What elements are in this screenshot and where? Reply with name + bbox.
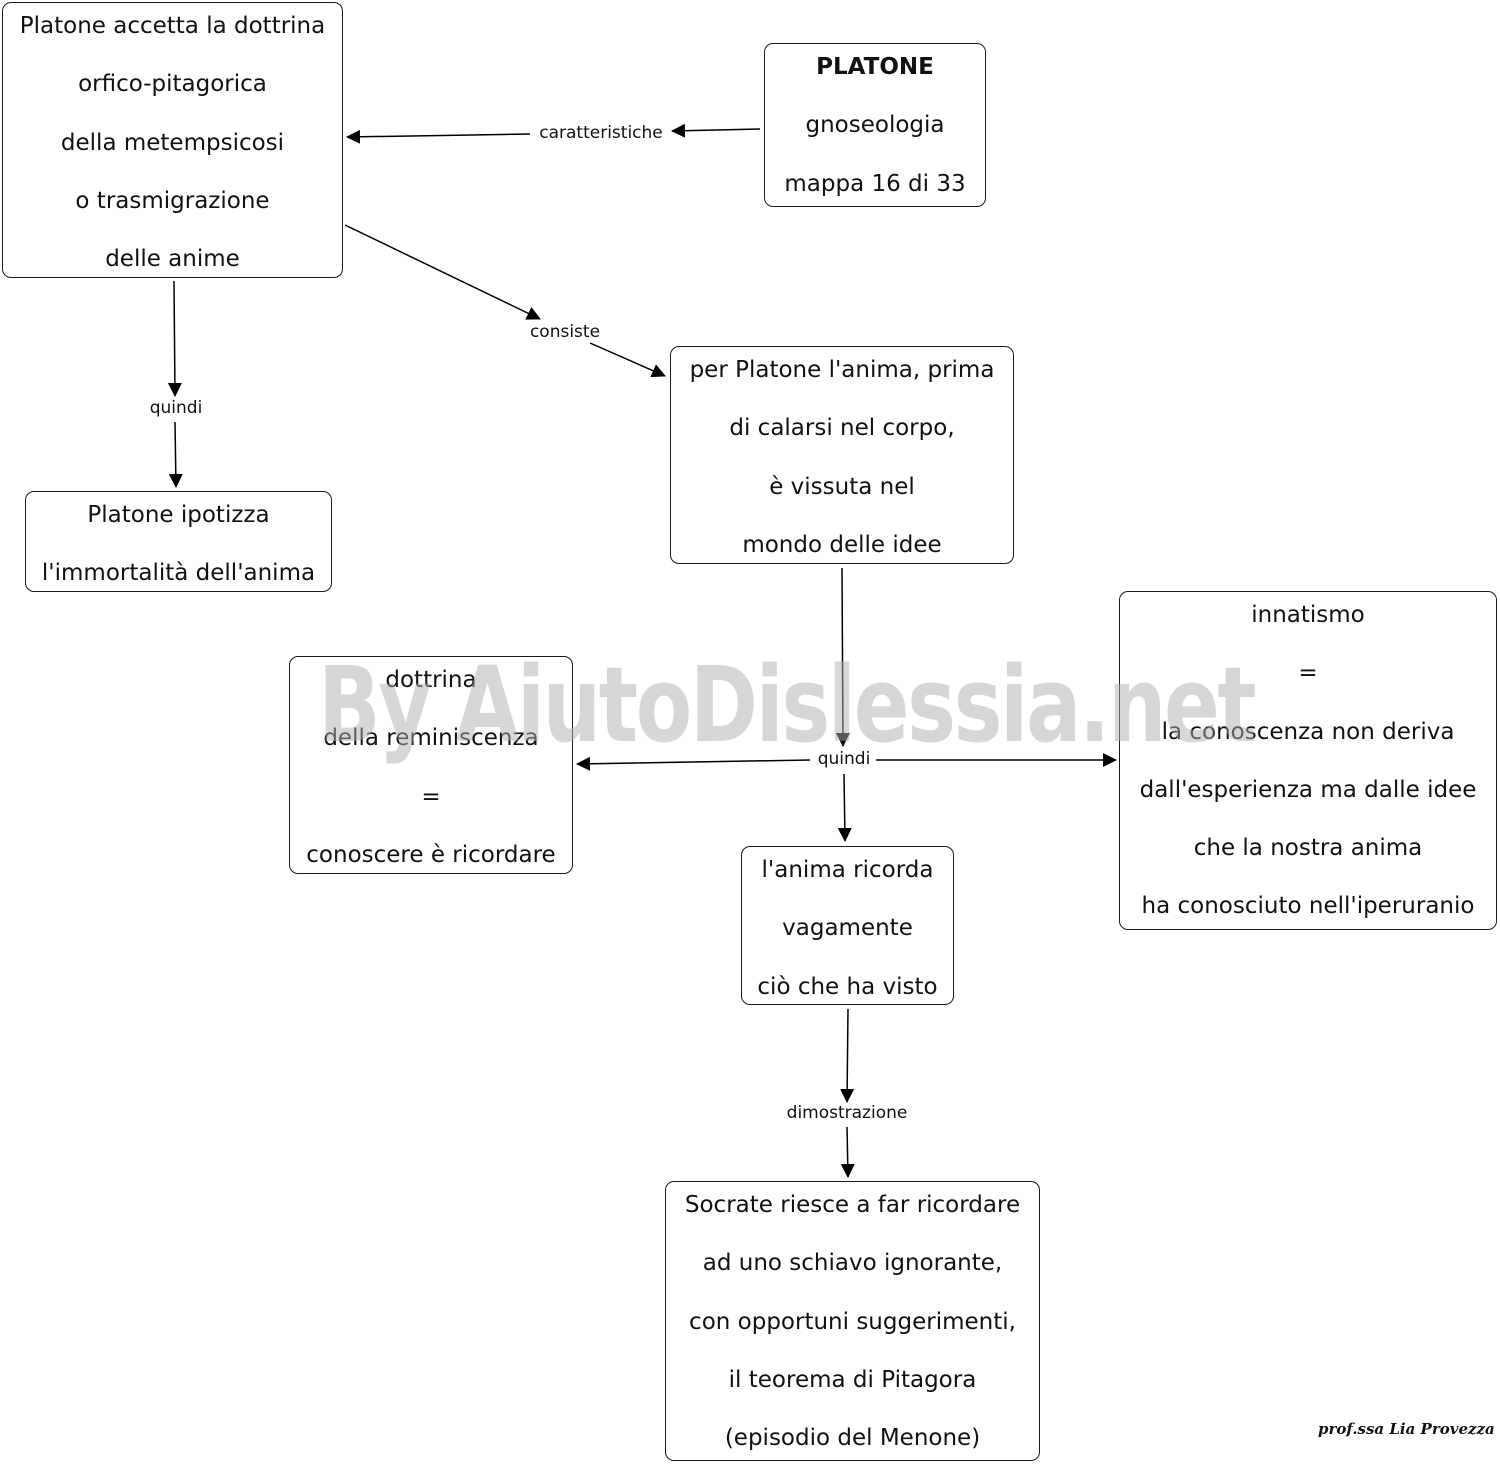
edge-label-quindi-left: quindi <box>144 398 208 418</box>
node-reminiscenza: dottrina della reminiscenza = conoscere … <box>289 656 573 874</box>
node-anima-ricorda: l'anima ricorda vagamente ciò che ha vis… <box>741 846 954 1005</box>
signature: prof.ssa Lia Provezza <box>1318 1420 1495 1438</box>
edge-label-consiste: consiste <box>524 322 606 342</box>
edge-metempsicosi-to-quindi <box>167 280 182 397</box>
node-socrate-line-2: ad uno schiavo ignorante, <box>702 1250 1003 1277</box>
node-innatismo-line-2: = <box>1298 660 1318 687</box>
node-title: PLATONE gnoseologia mappa 16 di 33 <box>764 43 986 207</box>
node-socrate-line-5: (episodio del Menone) <box>724 1425 981 1452</box>
edge-title-to-caratteristiche <box>671 123 761 138</box>
node-title-line-3: mappa 16 di 33 <box>784 170 966 197</box>
node-mondo-idee-line-4: mondo delle idee <box>742 531 942 558</box>
node-immortalita-line-1: Platone ipotizza <box>87 502 270 528</box>
node-innatismo-line-3: la conoscenza non deriva <box>1161 718 1455 745</box>
node-metempsicosi: Platone accetta la dottrina orfico-pitag… <box>2 2 343 278</box>
node-reminiscenza-line-1: dottrina <box>385 667 477 693</box>
edge-mondo-idee-to-quindi <box>835 567 850 747</box>
edge-label-caratteristiche: caratteristiche <box>534 123 668 143</box>
node-reminiscenza-line-2: della reminiscenza <box>323 725 539 752</box>
node-metempsicosi-line-2: orfico-pitagorica <box>78 71 267 98</box>
node-innatismo-line-1: innatismo <box>1251 602 1365 628</box>
node-mondo-idee: per Platone l'anima, prima di calarsi ne… <box>670 346 1014 564</box>
node-innatismo-line-4: dall'esperienza ma dalle idee <box>1139 776 1477 803</box>
edge-metempsicosi-to-consiste <box>344 224 541 320</box>
node-title-line-2: gnoseologia <box>805 112 945 139</box>
node-innatismo: innatismo = la conoscenza non deriva dal… <box>1119 591 1497 930</box>
node-metempsicosi-line-3: della metempsicosi <box>60 129 285 156</box>
node-metempsicosi-line-1: Platone accetta la dottrina <box>19 13 326 39</box>
node-metempsicosi-line-4: o trasmigrazione <box>75 187 270 214</box>
node-title-line-1: PLATONE <box>816 54 934 80</box>
edge-consiste-to-mondo-idee <box>589 342 666 378</box>
node-mondo-idee-line-2: di calarsi nel corpo, <box>729 415 955 442</box>
node-innatismo-line-5: che la nostra anima <box>1193 835 1423 862</box>
node-socrate-line-4: il teorema di Pitagora <box>728 1366 977 1393</box>
edge-quindi-to-immortalita <box>168 421 183 488</box>
node-reminiscenza-line-4: conoscere è ricordare <box>306 841 556 868</box>
node-socrate-line-3: con opportuni suggerimenti, <box>689 1308 1016 1335</box>
node-socrate-line-1: Socrate riesce a far ricordare <box>684 1192 1021 1218</box>
node-metempsicosi-line-5: delle anime <box>105 246 240 273</box>
edge-label-quindi-center: quindi <box>812 749 876 769</box>
edge-quindi-to-reminiscenza <box>576 756 811 771</box>
node-anima-ricorda-line-3: ciò che ha visto <box>757 973 938 1000</box>
node-innatismo-line-6: ha conosciuto nell'iperuranio <box>1141 893 1475 920</box>
edge-caratteristiche-to-metempsicosi <box>346 129 531 144</box>
node-reminiscenza-line-3: = <box>421 783 441 810</box>
node-immortalita: Platone ipotizza l'immortalità dell'anim… <box>25 491 332 592</box>
node-mondo-idee-line-3: è vissuta nel <box>769 473 915 500</box>
node-mondo-idee-line-1: per Platone l'anima, prima <box>689 357 995 383</box>
node-anima-ricorda-line-1: l'anima ricorda <box>761 857 934 883</box>
node-socrate: Socrate riesce a far ricordare ad uno sc… <box>665 1181 1040 1461</box>
node-anima-ricorda-line-2: vagamente <box>782 915 913 942</box>
edge-label-dimostrazione: dimostrazione <box>781 1103 913 1123</box>
edge-quindi-to-anima-ricorda <box>837 773 852 842</box>
edge-anima-ricorda-to-dimostrazione <box>840 1008 855 1103</box>
node-immortalita-line-2: l'immortalità dell'anima <box>41 560 316 587</box>
edge-dimostrazione-to-socrate <box>840 1126 855 1178</box>
